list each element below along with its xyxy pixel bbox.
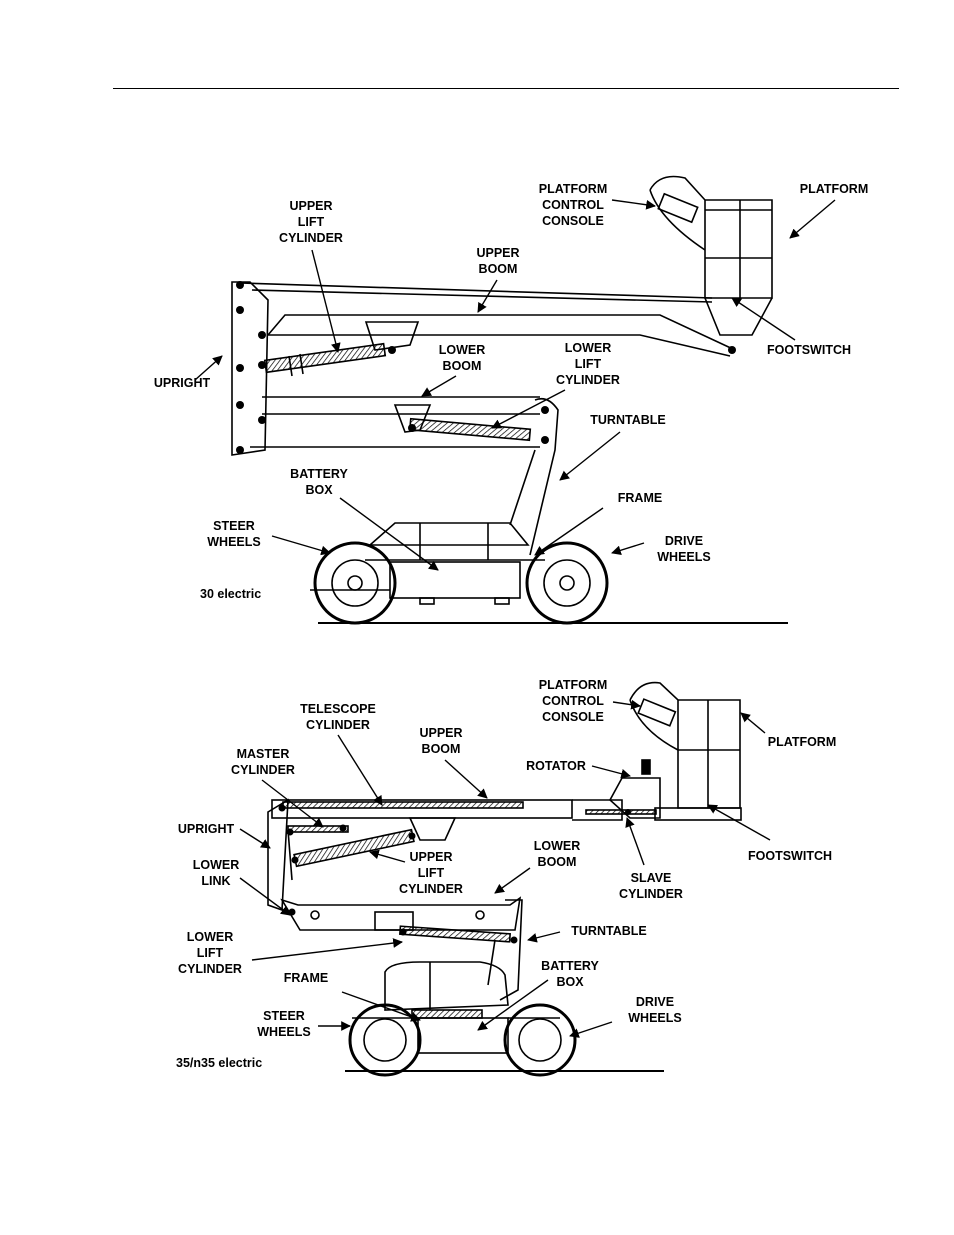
d2-steer-wheel — [348, 1003, 422, 1077]
d2-upper-boom — [271, 799, 657, 841]
d1-label-upright: UPRIGHT — [153, 376, 211, 390]
d2-label-upper-lift-cylinder: UPPER LIFT CYLINDER — [399, 850, 463, 896]
d2-master-cylinder — [287, 825, 349, 833]
d1-label-steer-wheels: STEER WHEELS — [207, 519, 261, 549]
d2-label-footswitch: FOOTSWITCH — [747, 849, 833, 863]
d2-label-upper-boom: UPPER BOOM — [419, 726, 463, 756]
d2-rotator — [608, 759, 661, 819]
d1-label-drive-wheels: DRIVE WHEELS — [657, 534, 711, 564]
d1-platform — [649, 175, 773, 336]
d2-caption: 35/n35 electric — [176, 1056, 263, 1070]
d2-chassis — [352, 961, 560, 1054]
diagram1-machine — [194, 175, 836, 625]
d1-turntable — [509, 397, 559, 556]
d2-label-lower-link: LOWER LINK — [192, 858, 240, 888]
diagram2-machine — [239, 681, 771, 1077]
d1-label-upper-lift-cylinder: UPPER LIFT CYLINDER — [279, 199, 343, 245]
d2-platform — [629, 681, 742, 821]
d2-label-slave-cylinder: SLAVE CYLINDER — [619, 871, 683, 901]
d2-label-battery-box: BATTERY BOX — [541, 959, 599, 989]
d2-label-lower-lift-cylinder: LOWER LIFT CYLINDER — [178, 930, 242, 976]
d2-turntable — [487, 899, 523, 1001]
d1-label-lower-boom: LOWER BOOM — [438, 343, 486, 373]
d2-label-rotator: ROTATOR — [526, 759, 586, 773]
d1-pins — [236, 281, 736, 454]
d1-label-turntable: TURNTABLE — [590, 413, 666, 427]
d2-leaders — [239, 699, 771, 1038]
d1-upper-lift-cylinder — [263, 321, 420, 377]
d1-lower-boom — [250, 396, 540, 448]
d1-steer-wheel — [313, 541, 397, 625]
d2-label-steer-wheels: STEER WHEELS — [257, 1009, 311, 1039]
d2-lower-boom — [280, 896, 522, 931]
d2-label-platform-control-console: PLATFORM CONTROL CONSOLE — [538, 678, 608, 724]
d2-label-upright: UPRIGHT — [177, 822, 235, 836]
d1-label-frame: FRAME — [617, 491, 663, 505]
header-rule — [113, 88, 899, 89]
d1-label-platform-control-console: PLATFORM CONTROL CONSOLE — [538, 182, 608, 228]
d1-label-battery-box: BATTERY BOX — [290, 467, 348, 497]
d1-upper-boom — [239, 282, 736, 357]
d2-label-turntable: TURNTABLE — [571, 924, 647, 938]
d2-upper-lift-cylinder — [293, 828, 415, 868]
d2-label-lower-boom: LOWER BOOM — [533, 839, 581, 869]
d1-leaders — [194, 199, 836, 571]
d2-label-drive-wheels: DRIVE WHEELS — [628, 995, 682, 1025]
d1-label-footswitch: FOOTSWITCH — [766, 343, 852, 357]
d2-label-telescope-cylinder: TELESCOPE CYLINDER — [300, 702, 376, 732]
d2-label-frame: FRAME — [283, 971, 329, 985]
d2-drive-wheel — [503, 1003, 577, 1077]
d1-label-lower-lift-cylinder: LOWER LIFT CYLINDER — [556, 341, 620, 387]
d1-label-upper-boom: UPPER BOOM — [476, 246, 520, 276]
d1-drive-wheel — [525, 541, 609, 625]
d2-lower-lift-cylinder — [399, 925, 511, 943]
d1-caption: 30 electric — [200, 587, 262, 601]
d1-label-platform: PLATFORM — [799, 182, 869, 196]
d2-label-platform: PLATFORM — [767, 735, 837, 749]
d2-label-master-cylinder: MASTER CYLINDER — [231, 747, 295, 777]
d1-upright — [231, 281, 269, 456]
d1-chassis — [310, 522, 545, 605]
